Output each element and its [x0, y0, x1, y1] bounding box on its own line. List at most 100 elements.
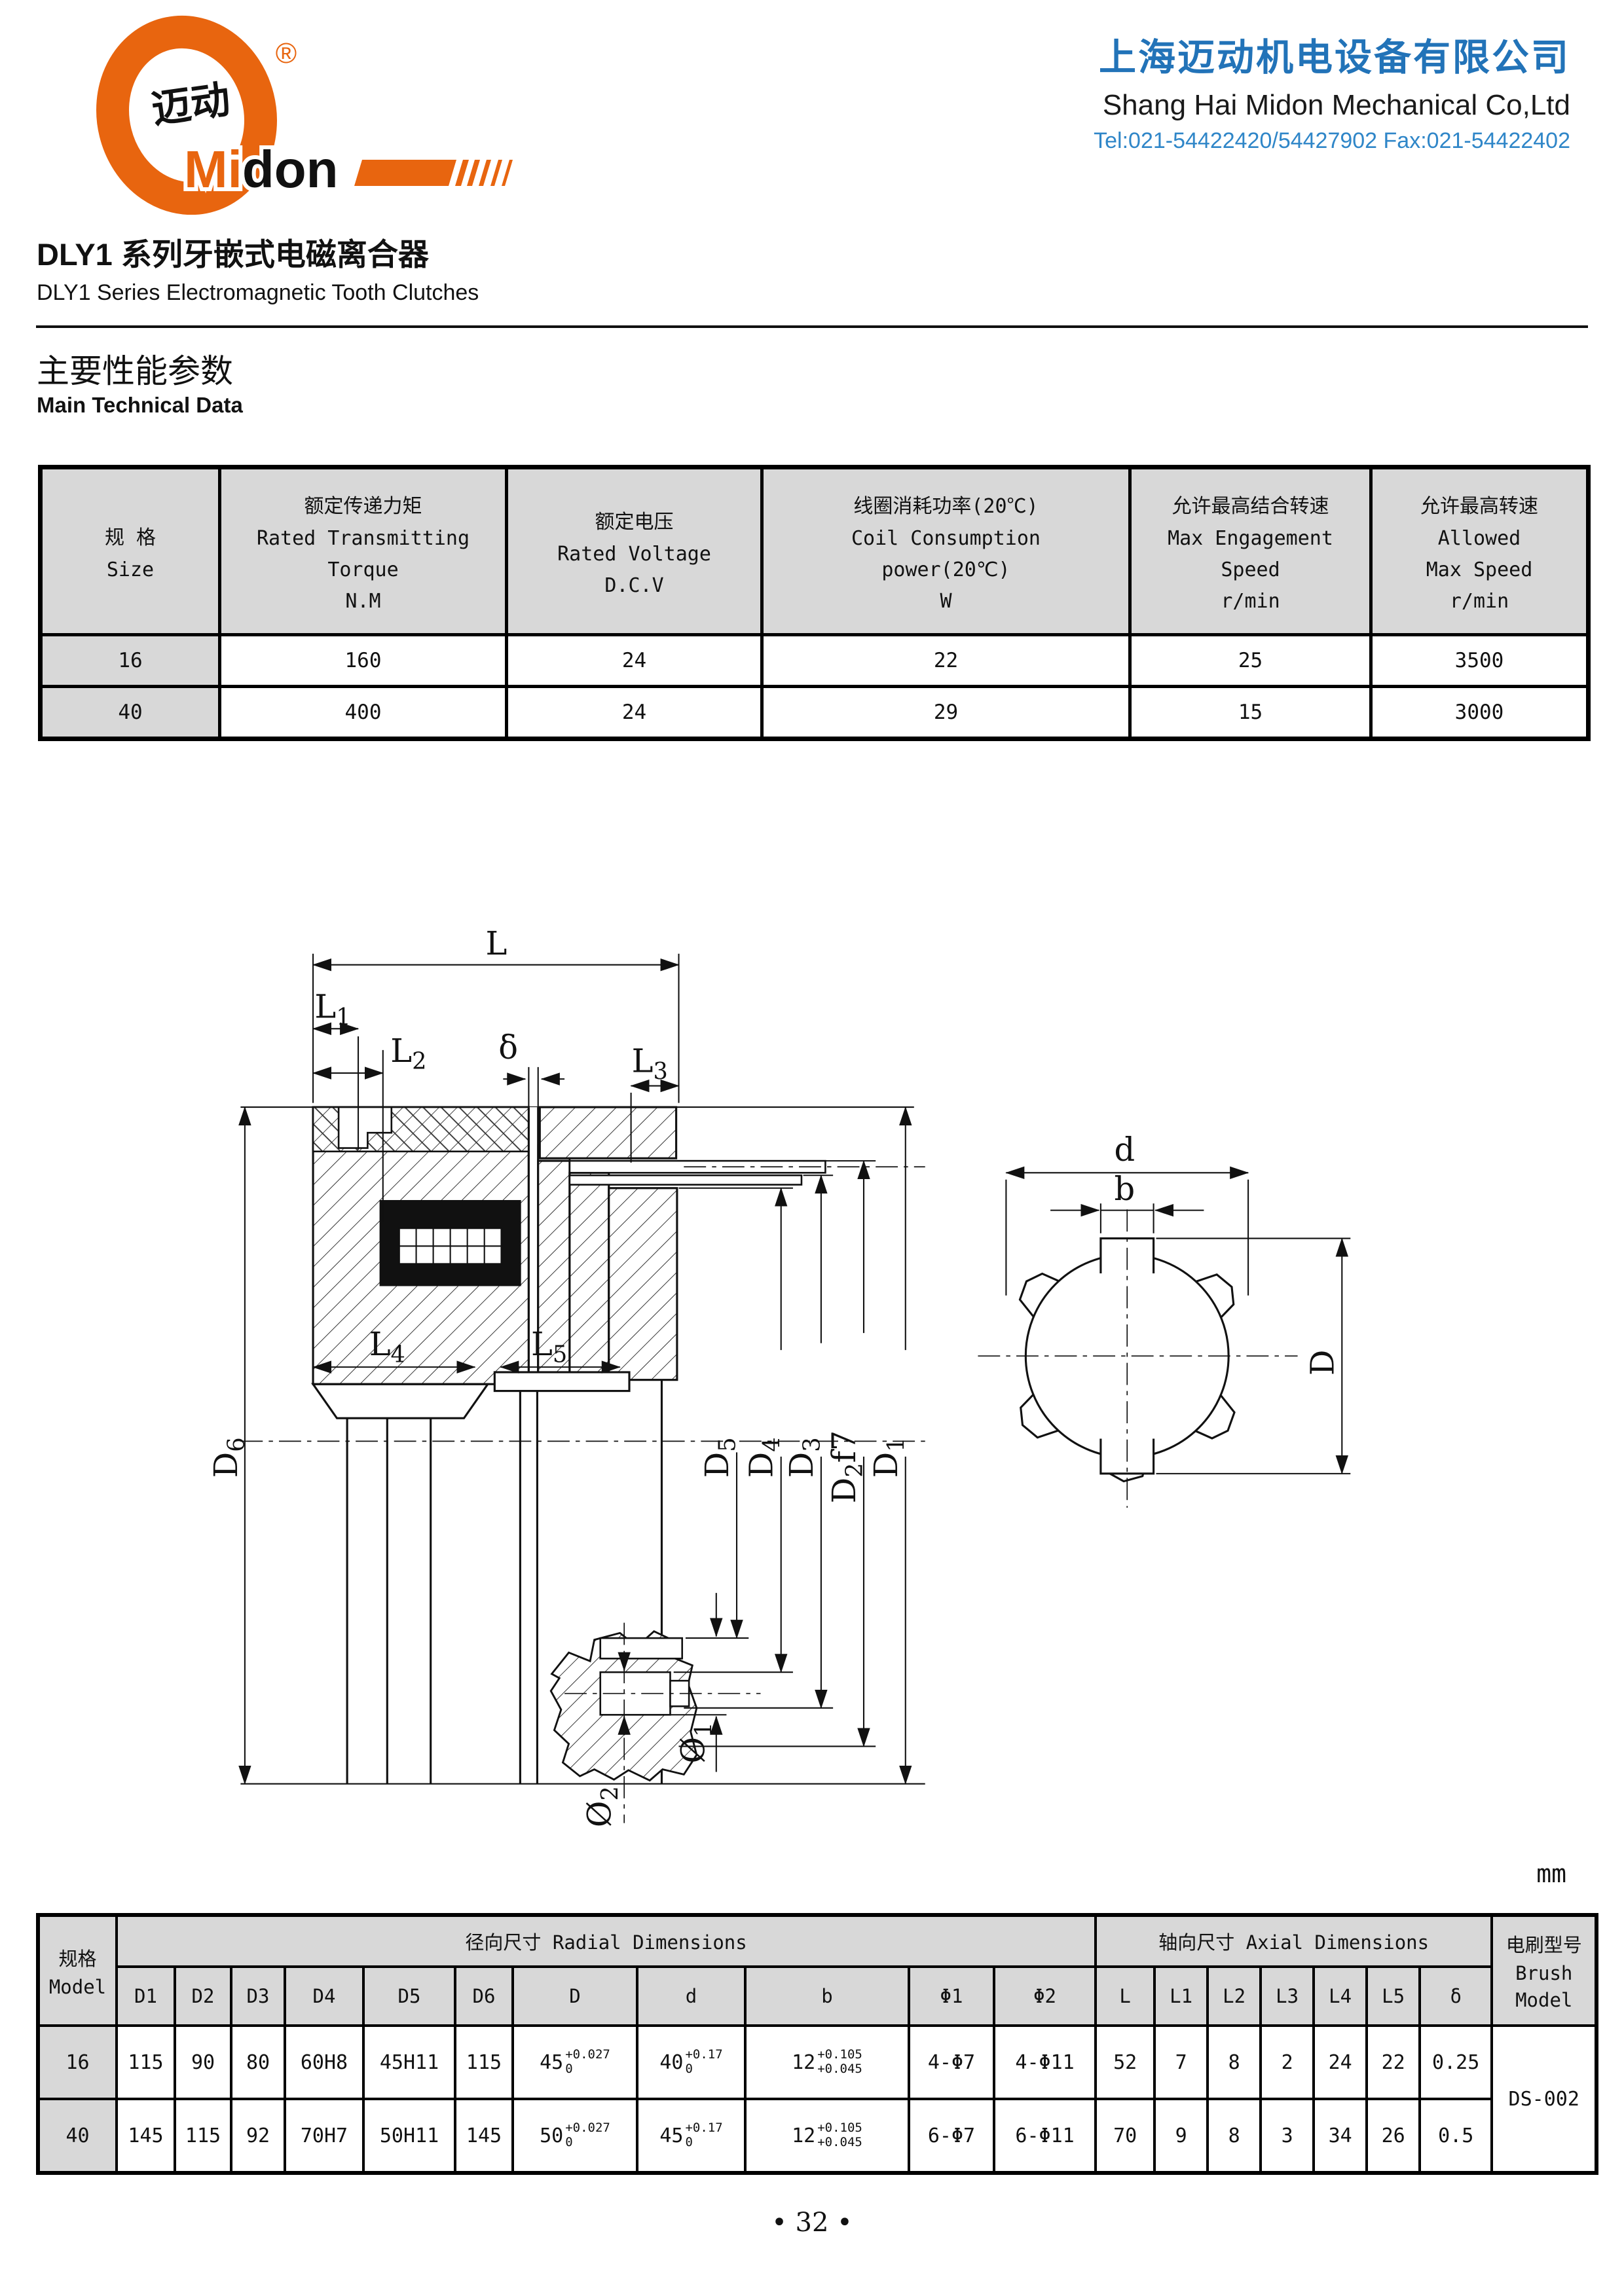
tolerance-value: 12+0.105+0.045 — [792, 2047, 862, 2077]
t2-cell: 60H8 — [284, 2024, 365, 2100]
t2-header-line: 规格 — [58, 1947, 97, 1970]
tolerance-base: 12 — [792, 2050, 816, 2074]
t1-cell: 3500 — [1369, 633, 1590, 688]
t2-header-line: Model — [1515, 1989, 1573, 2011]
t2-cell: 6-Φ11 — [992, 2098, 1098, 2174]
t2-cell: 26 — [1365, 2098, 1422, 2174]
t2-column-name: D3 — [230, 1965, 286, 2027]
t2-radial-header: 径向尺寸 Radial Dimensions — [115, 1914, 1098, 1968]
t2-cell: 34 — [1312, 2098, 1369, 2174]
dim-label-d: d — [1115, 1131, 1135, 1169]
t2-cell: 22 — [1365, 2024, 1422, 2100]
t1-header-line: 额定传递力矩 — [304, 495, 422, 518]
t1-header-line: W — [940, 590, 952, 613]
dim-label-phi1: Ø1 — [674, 1722, 717, 1764]
dimension-lines — [238, 953, 912, 1785]
t1-cell: 22 — [760, 633, 1132, 688]
dim-label-D6: D6 — [207, 1437, 249, 1478]
t1-header-line: 线圈消耗功率(20℃) — [853, 495, 1039, 518]
dim-label-D: D — [1303, 1349, 1341, 1376]
t2-cell: 0.5 — [1418, 2098, 1494, 2174]
t1-header-line: Speed — [1221, 558, 1280, 581]
tolerance-stack: +0.105+0.045 — [817, 2047, 862, 2077]
company-name-en: Shang Hai Midon Mechanical Co,Ltd — [1102, 89, 1570, 121]
t2-column-name: Φ2 — [992, 1965, 1098, 2027]
t2-cell: 115 — [454, 2024, 514, 2100]
logo-stripes — [455, 160, 513, 186]
tolerance-sub: +0.045 — [817, 2135, 862, 2149]
t2-cell: 80 — [230, 2024, 286, 2100]
t1-cell: 24 — [505, 633, 764, 688]
t2-column-name: D6 — [454, 1965, 514, 2027]
tolerance-sup: +0.027 — [565, 2121, 610, 2136]
t2-cell: 2 — [1259, 2024, 1316, 2100]
t2-column-name: Φ1 — [908, 1965, 995, 2027]
t2-column-name: D — [511, 1965, 638, 2027]
logo-wordmark: Midon — [184, 140, 338, 198]
cross-section-view — [240, 1106, 925, 1823]
section-title-cn: 主要性能参数 — [37, 353, 233, 390]
t1-cell: 25 — [1128, 633, 1373, 688]
t2-axial-header: 轴向尺寸 Axial Dimensions — [1094, 1914, 1494, 1968]
t2-column-name: D5 — [362, 1965, 456, 2027]
t2-header-line: Model — [48, 1975, 107, 1998]
t1-cell: 160 — [218, 633, 508, 688]
dim-label-L5: L5 — [531, 1325, 567, 1368]
title-divider — [36, 325, 1588, 328]
tolerance-sub: 0 — [685, 2135, 693, 2149]
series-title-en: DLY1 Series Electromagnetic Tooth Clutch… — [37, 280, 479, 305]
tolerance-stack: +0.105+0.045 — [817, 2121, 862, 2150]
page-number: • 32 • — [771, 2208, 853, 2238]
t2-header-line: Brush — [1515, 1962, 1573, 1984]
dim-label-L2: L2 — [390, 1032, 426, 1074]
t2-cell: 115 — [174, 2098, 232, 2174]
t1-cell: 400 — [218, 685, 508, 740]
right-block — [608, 1187, 678, 1381]
t1-header-line: 允许最高转速 — [1420, 495, 1538, 518]
tolerance-value: 12+0.105+0.045 — [792, 2121, 862, 2150]
t1-header-line: N.M — [345, 590, 381, 613]
t2-column-name: L4 — [1312, 1965, 1369, 2027]
tolerance-base: 45 — [540, 2050, 564, 2074]
company-name-cn: 上海迈动机电设备有限公司 — [1099, 37, 1570, 79]
t2-cell: 90 — [174, 2024, 232, 2100]
t1-header-line: r/min — [1449, 590, 1509, 613]
t2-column-name: D2 — [174, 1965, 232, 2027]
clutch-dimension-drawing: L L1 L2 δ L3 L4 L5 D6 D5 D4 D3 D2f7 D1 Ø… — [207, 924, 1351, 1827]
dim-label-D2f7: D2f7 — [825, 1430, 868, 1504]
t1-cell: 15 — [1128, 685, 1373, 740]
t2-cell: 70 — [1094, 2098, 1156, 2174]
t1-cell: 3000 — [1369, 685, 1590, 740]
dim-label-D1: D1 — [867, 1437, 910, 1478]
tolerance-sub: +0.045 — [817, 2062, 862, 2076]
t2-column-name: d — [636, 1965, 747, 2027]
t2-cell: 50H11 — [362, 2098, 456, 2174]
t1-cell: 40 — [39, 685, 221, 740]
t2-cell: 8 — [1206, 2024, 1263, 2100]
t2-cell: 70H7 — [284, 2098, 365, 2174]
t2-cell: 145 — [115, 2098, 176, 2174]
t1-cell: 29 — [760, 685, 1132, 740]
t1-header-line: Max Speed — [1426, 558, 1533, 581]
tooth-profile-view: d b D — [978, 1131, 1351, 1508]
tolerance-sup: +0.105 — [817, 2047, 862, 2062]
